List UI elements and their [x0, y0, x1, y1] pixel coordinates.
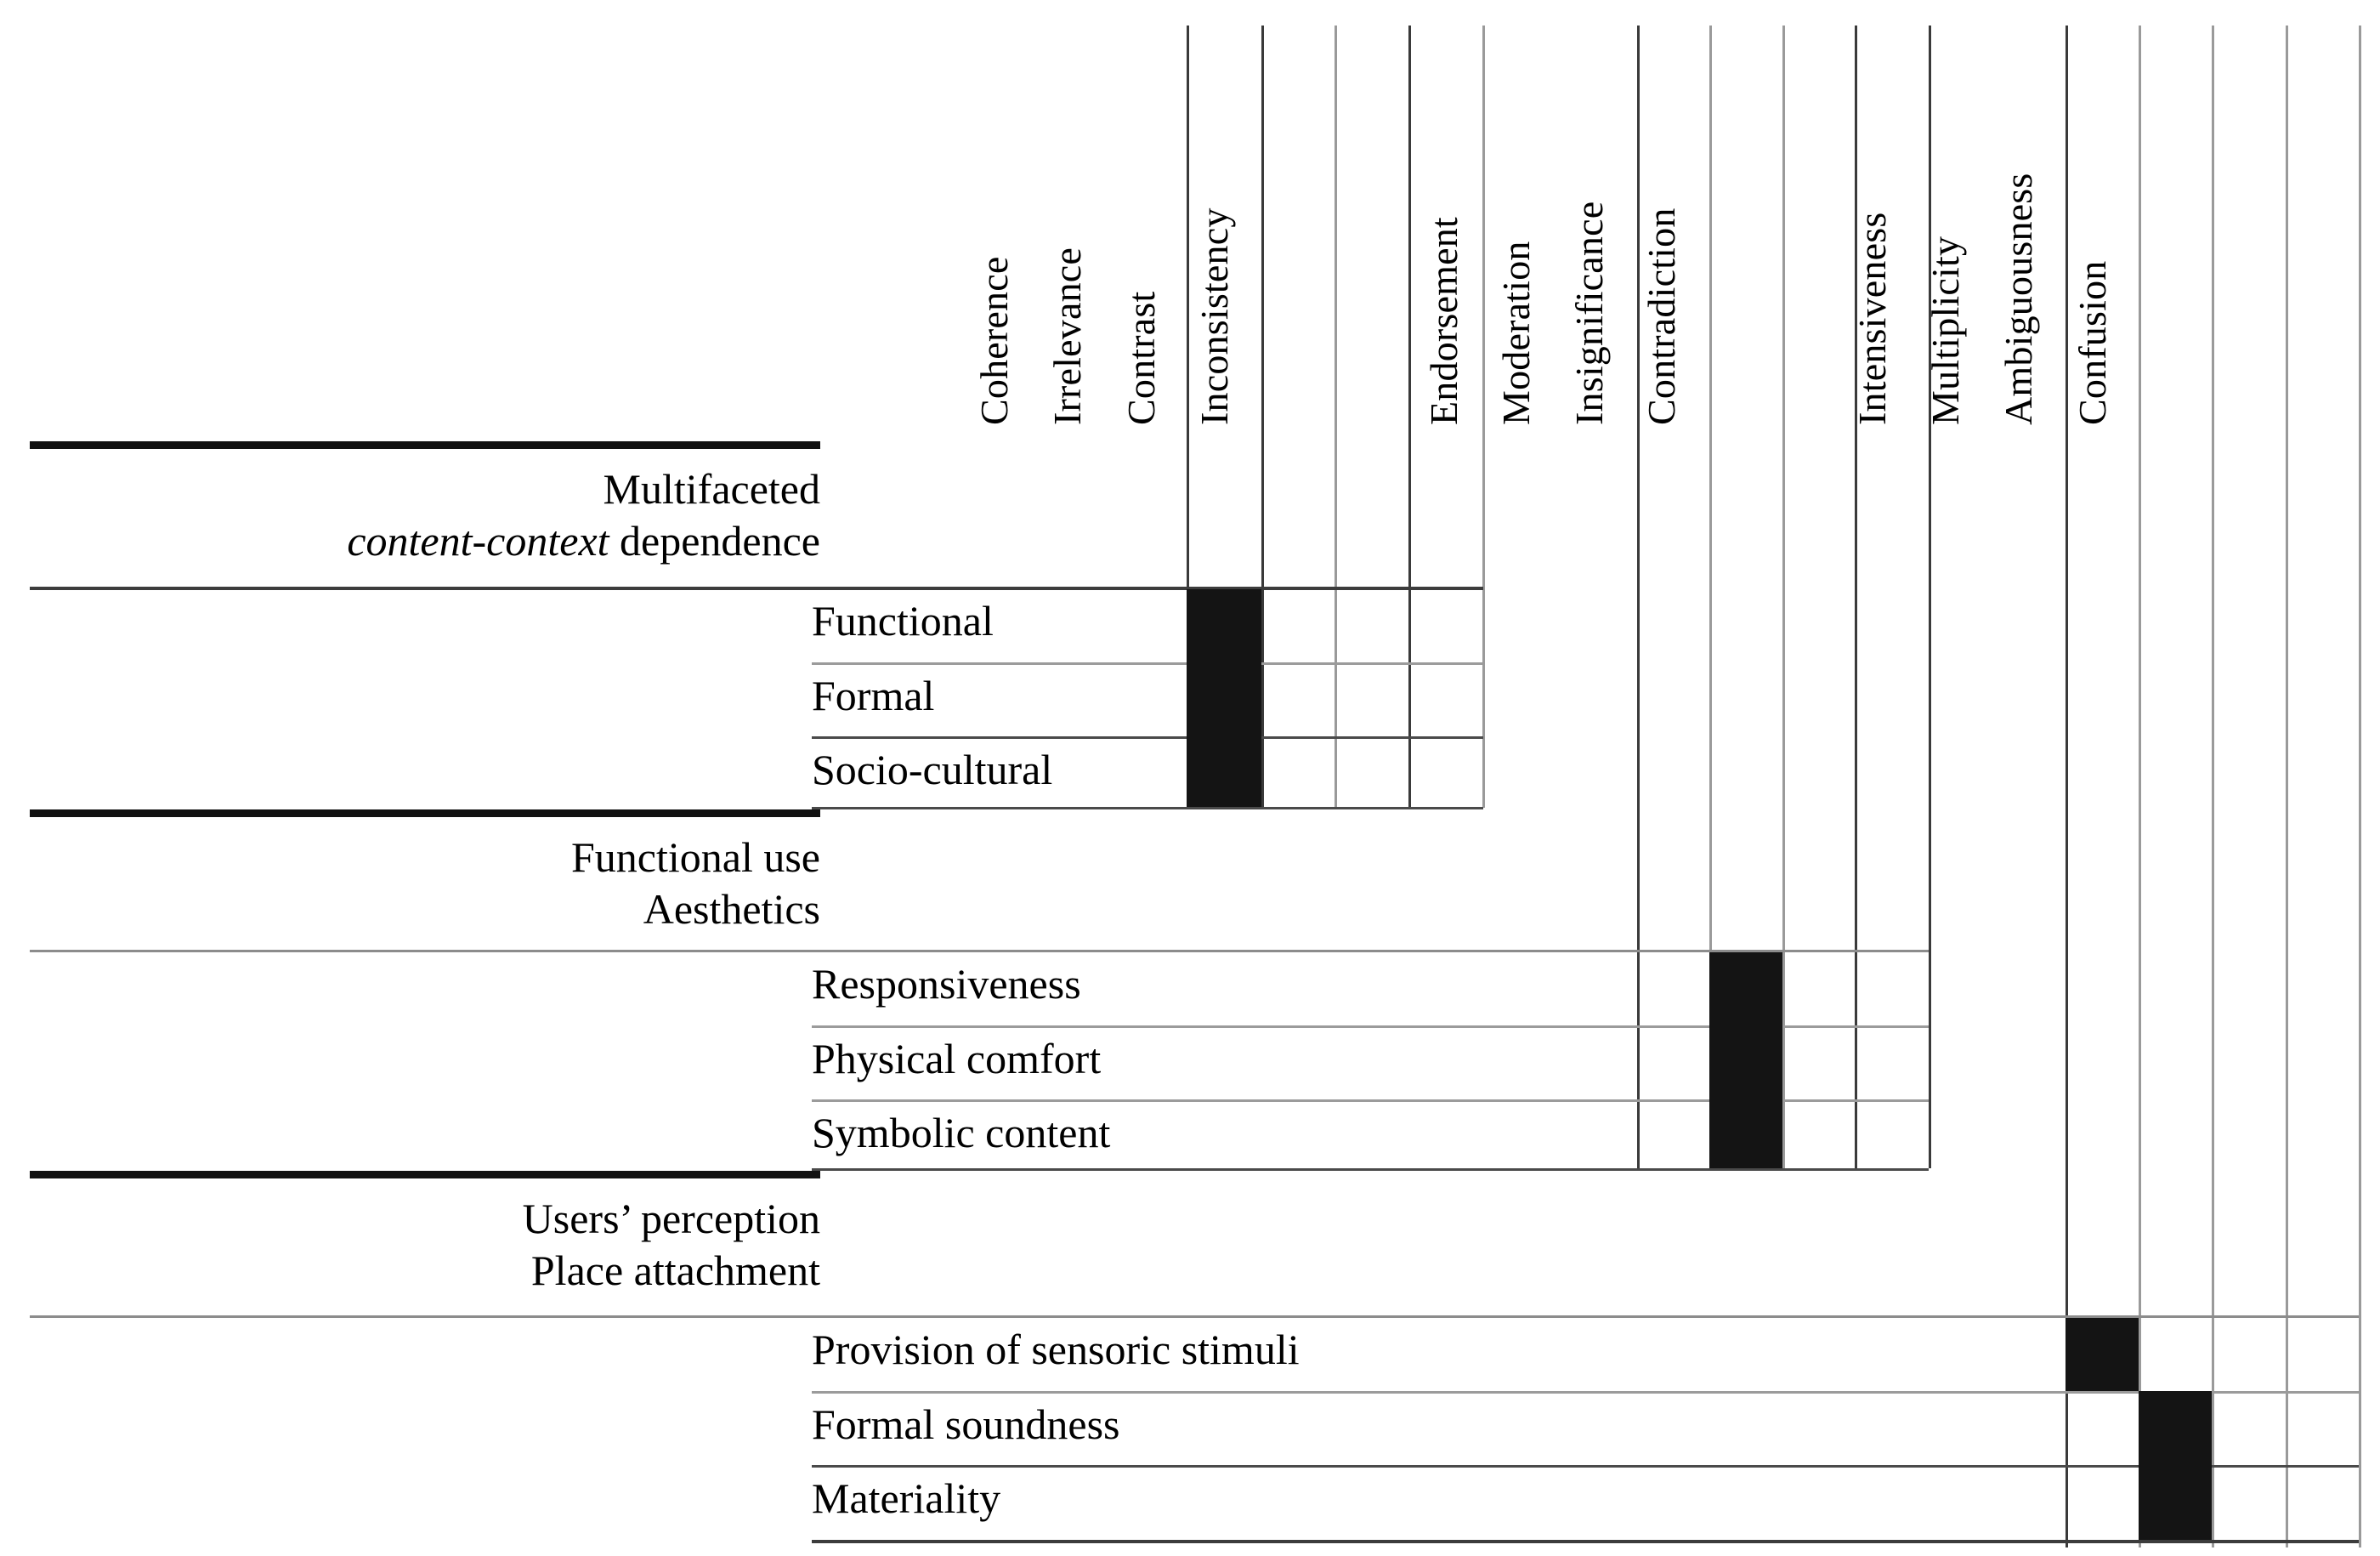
- rule-top-group-3: [30, 1171, 820, 1178]
- column-rule-contradiction-right: [1929, 26, 1931, 1168]
- group-heading-2-line-2: Aesthetics: [643, 885, 820, 933]
- column-rule-inconsistency-right: [1482, 26, 1485, 808]
- cell-responsiveness-moderation: [1709, 952, 1782, 1025]
- rowsep-formal-soundness: [812, 1465, 2359, 1468]
- column-rule-moderation-right: [1782, 26, 1785, 1168]
- row-label-socio-cultural: Socio-cultural: [812, 746, 1053, 793]
- rule-below-group-3-heading: [30, 1315, 2359, 1318]
- column-rule-multiplicity-right: [2212, 26, 2214, 1547]
- group-heading-3-line-2: Place attachment: [530, 1247, 820, 1294]
- row-label-materiality: Materiality: [812, 1474, 1001, 1522]
- row-label-formal: Formal: [812, 672, 935, 719]
- rowsep-provision-of-sensoric-stimuli: [812, 1391, 2359, 1394]
- rule-top-group-2: [30, 809, 820, 817]
- rowsep-symbolic-content: [812, 1168, 1929, 1171]
- rule-below-group-1-heading: [30, 587, 1483, 590]
- rule-below-group-2-heading: [30, 950, 1929, 952]
- rowsep-formal: [812, 736, 1483, 739]
- cell-formal-soundness-multiplicity: [2139, 1391, 2212, 1465]
- group-heading-1-italic: content-context: [347, 517, 609, 565]
- rule-top-group-1: [30, 441, 820, 449]
- rowsep-physical-comfort: [812, 1099, 1929, 1102]
- cell-materiality-multiplicity: [2139, 1465, 2212, 1540]
- cell-socio-cultural-coherence: [1187, 736, 1261, 809]
- column-rule-contrast-right: [1408, 26, 1411, 808]
- group-heading-3: Users’ perception Place attachment: [30, 1193, 820, 1297]
- group-heading-3-line-1: Users’ perception: [522, 1195, 820, 1242]
- group-heading-1: Multifaceted content-context dependence: [30, 463, 820, 567]
- row-label-functional: Functional: [812, 597, 994, 645]
- column-rule-coherence-right: [1261, 26, 1264, 808]
- rowsep-socio-cultural: [812, 807, 1483, 809]
- cell-provision-of-sensoric-stimuli-intensiveness: [2066, 1318, 2139, 1391]
- column-rule-irrelevance-right: [1334, 26, 1337, 808]
- rowsep-responsiveness: [812, 1025, 1929, 1028]
- row-label-physical-comfort: Physical comfort: [812, 1035, 1102, 1082]
- cell-formal-coherence: [1187, 662, 1261, 736]
- row-label-responsiveness: Responsiveness: [812, 960, 1081, 1008]
- column-rule-intensiveness-left: [2066, 26, 2068, 1547]
- column-rule-confusion-right: [2359, 26, 2361, 1547]
- cell-symbolic-content-moderation: [1709, 1099, 1782, 1171]
- column-rule-endorsement-right: [1709, 26, 1712, 1168]
- column-rule-coherence-left: [1187, 26, 1189, 808]
- column-rule-endorsement-left: [1637, 26, 1640, 1168]
- column-rule-insignificance-right: [1855, 26, 1857, 1168]
- group-heading-1-line-1: Multifaceted: [603, 465, 820, 513]
- column-rule-intensiveness-right: [2139, 26, 2141, 1547]
- row-label-formal-soundness: Formal soundness: [812, 1400, 1120, 1448]
- group-heading-2: Functional use Aesthetics: [30, 832, 820, 935]
- row-label-symbolic-content: Symbolic content: [812, 1109, 1111, 1156]
- group-heading-2-line-1: Functional use: [570, 833, 820, 881]
- group-heading-1-tail: dependence: [609, 517, 820, 565]
- row-label-provision-of-sensoric-stimuli: Provision of sensoric stimuli: [812, 1326, 1300, 1373]
- group-heading-1-line-2: content-context dependence: [30, 515, 820, 567]
- column-header-confusion: Confusion: [2071, 260, 2114, 425]
- cell-functional-coherence: [1187, 589, 1261, 662]
- rule-bottom: [812, 1540, 2359, 1543]
- cell-physical-comfort-moderation: [1709, 1025, 1782, 1099]
- rowsep-functional: [812, 662, 1483, 665]
- column-rule-ambiguousness-right: [2286, 26, 2288, 1547]
